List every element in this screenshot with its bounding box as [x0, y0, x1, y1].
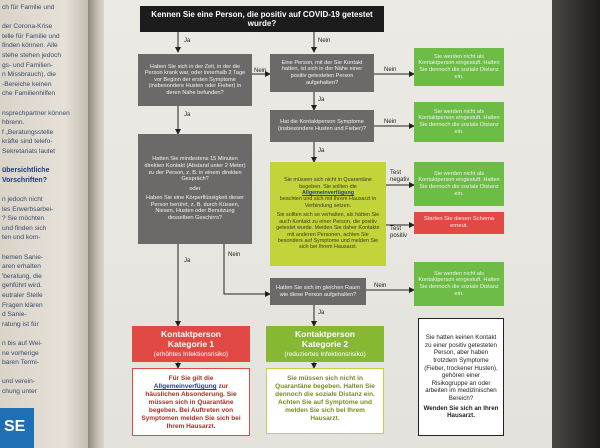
lime-line-1: Sie müssen sich nicht in Quarantäne bege…	[284, 177, 372, 190]
cat2-title2: Kategorie 2	[301, 339, 349, 349]
result-not-contact-2: Sie werden nicht als Kontaktperson einge…	[414, 102, 504, 142]
no-contact-info-box: Sie hatten keinen Kontakt zu einer posit…	[418, 318, 504, 436]
left-page-line: gs- und Familien-	[2, 61, 53, 69]
q4-text-a: Hatten Sie mindestens 15 Minuten direkte…	[144, 156, 246, 183]
label-nein-3: Nein	[384, 67, 397, 73]
label-nein-5: Nein	[228, 252, 241, 258]
left-page-line: n jedoch nicht	[2, 196, 43, 203]
left-page-line: telle für Familie und	[2, 32, 60, 40]
label-ja-1: Ja	[184, 38, 191, 44]
left-page-line: che Familienhilfen	[2, 90, 56, 98]
label-nein-1: Nein	[318, 38, 331, 44]
restart-box: Starten Sie diesen Schema erneut.	[414, 212, 504, 234]
left-page-line: f „Beratungsstelle	[2, 128, 54, 136]
category-1-header: Kontaktperson Kategorie 1 (erhöhtes Infe…	[132, 326, 250, 362]
left-page-line: übersichtliche	[2, 167, 50, 175]
label-nein-4: Nein	[384, 119, 397, 125]
left-page-line: hemen Sanie-	[2, 253, 44, 261]
label-nein-6: Nein	[374, 283, 387, 289]
left-page-line: der Corona-Krise	[2, 23, 53, 31]
flow-arrows	[175, 30, 415, 369]
result-not-contact-1: Sie werden nicht als Kontaktperson einge…	[414, 48, 504, 86]
cat2-title: Kontaktperson	[295, 329, 355, 339]
flowchart-page: Kennen Sie eine Person, die positiv auf …	[104, 0, 552, 448]
left-page-line: eutraler Stelle	[2, 292, 43, 299]
result-not-contact-3: Sie werden nicht als Kontaktperson einge…	[414, 162, 504, 206]
left-page-line: n Missbrauch), die	[2, 71, 56, 79]
background-edge	[552, 0, 600, 448]
category-2-body: Sie müssen sich nicht in Quarantäne bege…	[266, 368, 384, 434]
left-page-line: chung unter	[2, 388, 37, 395]
question-symptoms: Hat die Kontaktperson Symptome (insbeson…	[270, 110, 374, 142]
left-page-line: n bis auf Wei-	[2, 340, 43, 347]
left-page-line: gehführt wird.	[2, 282, 42, 290]
label-test-negativ: Test negativ	[390, 170, 410, 183]
result-not-contact-4: Sie werden nicht als Kontaktperson einge…	[414, 262, 504, 306]
left-page-line: les Erwerbsarbei-	[2, 205, 54, 213]
left-page-line: d Sanie-	[2, 311, 27, 319]
lime-line-2: beachten und sich mit Ihrem Hausarzt in …	[279, 196, 377, 209]
left-page-line: ten und kom-	[2, 234, 41, 242]
left-page-line: ? Sie möchten	[2, 215, 45, 223]
lime-recommendation: Sie müssen sich nicht in Quarantäne bege…	[270, 162, 386, 266]
cat1-body-a: Für Sie gilt die	[168, 375, 214, 382]
left-page-line: ratung ist für	[2, 320, 39, 328]
left-page-line: kräfte sind telefo-	[2, 138, 53, 146]
left-page-line: baren Termi-	[2, 359, 39, 367]
left-page-line: nsprechpartner können	[2, 109, 70, 117]
label-ja-3: Ja	[184, 112, 191, 118]
left-page-line: 'beratung, die	[2, 272, 42, 280]
booklet-gutter	[88, 0, 108, 448]
category-2-header: Kontaktperson Kategorie 2 (reduziertes I…	[266, 326, 384, 362]
cat2-sub: (reduziertes Infektionsrisiko)	[284, 351, 366, 358]
white-box-cta: Wenden Sie sich an Ihren Hausarzt.	[423, 404, 499, 420]
left-page-line: Vorschriften?	[2, 176, 47, 184]
left-page-line: aren erhalten	[2, 263, 41, 271]
label-nein-2: Nein	[254, 68, 267, 74]
q4-text-b: Haben Sie eine Körperflüssigkeit dieser …	[146, 195, 244, 222]
cat1-sub: (erhöhtes Infektionsrisiko)	[153, 351, 229, 358]
left-page-line: Fragen klären	[2, 301, 43, 309]
question-contact-person: Eine Person, mit der Sie Kontakt hatten,…	[270, 54, 374, 92]
left-page-blue-badge: SE	[0, 408, 34, 448]
question-direct-contact: Hatten Sie mindestens 15 Minuten direkte…	[138, 134, 252, 244]
question-proximity: Haben Sie sich in der Zeit, in der die P…	[138, 54, 252, 106]
left-page-line: und finden sich	[2, 224, 47, 232]
lime-line-3: Sie sollten sich so verhalten, als hätte…	[276, 212, 380, 251]
left-page-line: Sekretariats lautet	[2, 148, 56, 155]
top-question: Kennen Sie eine Person, die positiv auf …	[140, 6, 384, 32]
left-page-line: hbrenn.	[2, 119, 25, 127]
label-test-positiv: Test positiv	[390, 226, 408, 239]
label-ja-4: Ja	[318, 148, 325, 154]
left-page-line: und verein-	[2, 378, 35, 386]
q4-oder: oder	[189, 185, 201, 192]
allgemeinverfuegung-link-2[interactable]: Allgemeinverfügung	[153, 383, 217, 390]
badge-text: SE	[4, 418, 26, 435]
left-page-line: -Bereiche keinen	[2, 80, 52, 88]
cat1-title: Kontaktperson	[161, 329, 221, 339]
label-ja-6: Ja	[318, 310, 325, 316]
cat1-body-b: zur häuslichen Absonderung. Sie müssen s…	[141, 383, 241, 430]
left-page-line: ne vorherige	[2, 349, 39, 357]
left-page-line: finden können. Alle	[2, 42, 58, 50]
category-1-body: Für Sie gilt die Allgemeinverfügung zur …	[132, 368, 250, 436]
left-page-line: stehe stehen jedoch	[2, 52, 62, 59]
question-same-room: Hatten Sie sich im gleichen Raum wie die…	[270, 278, 366, 305]
white-box-text: Sie hatten keinen Kontakt zu einer posit…	[424, 334, 498, 402]
left-page-line: ch für Familie und	[2, 4, 55, 11]
label-ja-2: Ja	[318, 97, 325, 103]
allgemeinverfuegung-link-1[interactable]: Allgemeinverfügung	[301, 190, 355, 197]
label-ja-5: Ja	[184, 258, 191, 264]
cat1-title2: Kategorie 1	[167, 339, 215, 349]
